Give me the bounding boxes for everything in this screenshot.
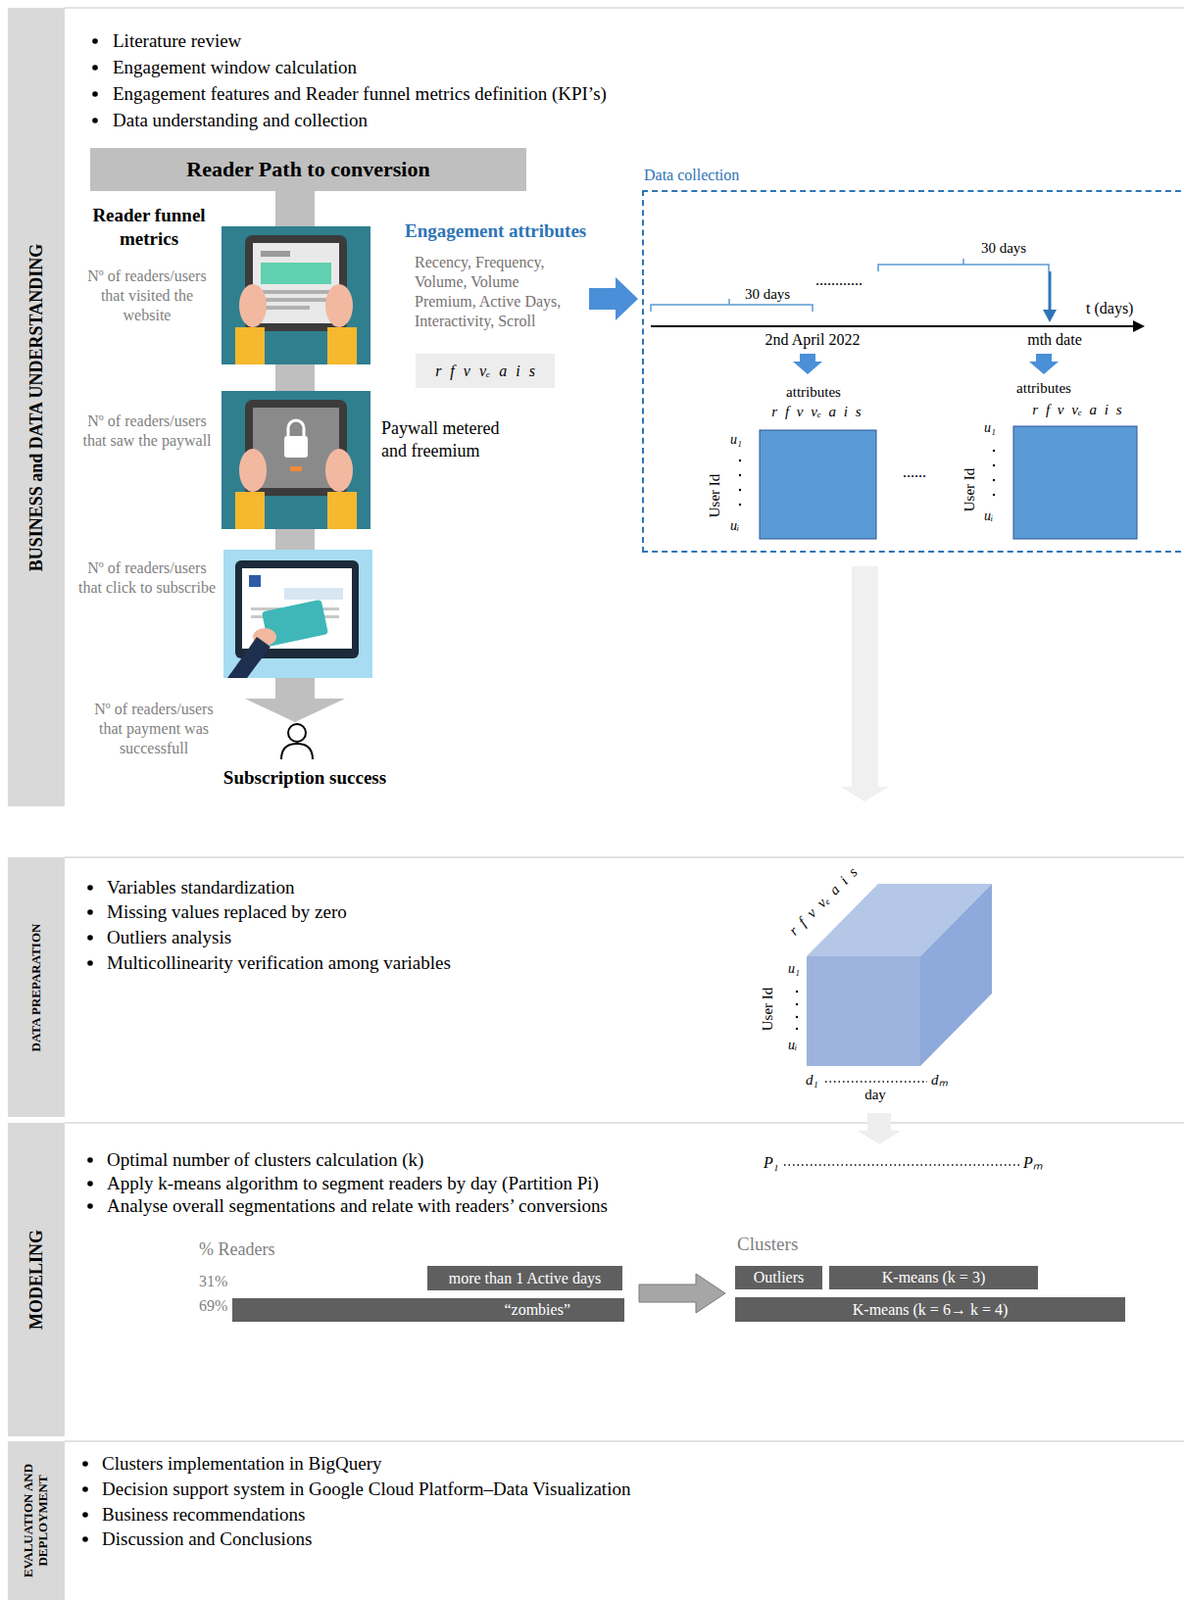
bullet-item: Multicollinearity verification among var… [106, 951, 451, 976]
frame-heading: Data collection [643, 166, 740, 185]
section-strip: DATA PREPARATION [7, 857, 65, 1118]
node-text: DATA PREPARATION [29, 863, 45, 1112]
window-length: 30 days [728, 285, 807, 304]
day-label: d₁ [805, 1071, 819, 1090]
attributes-list: Recency, Frequency, Volume, Volume Premi… [414, 252, 584, 332]
reader-bar: “zombies” [232, 1298, 625, 1323]
node-text: “zombies” [503, 1301, 571, 1320]
date-label: 2nd April 2022 [743, 330, 882, 350]
date-label: mth date [1005, 330, 1104, 350]
axis-label: User Id [705, 474, 725, 519]
matrix-columns: r f v vₑ a i s [752, 402, 881, 422]
funnel-metric: Nº of readers/users that payment was suc… [85, 699, 223, 759]
bullet-item: Literature review [112, 29, 242, 53]
section-strip: EVALUATION AND DEPLOYMENT [7, 1441, 65, 1600]
matrix-columns: r f v vₑ a i s [1013, 400, 1141, 420]
node-text: Reader Path to conversion [186, 156, 430, 183]
node-text: K-means (k = 6→ k = 4) [852, 1301, 1008, 1320]
funnel-heading: Reader funnel metrics [85, 203, 213, 251]
bullet-item: Clusters implementation in BigQuery [101, 1452, 383, 1477]
bullet-item: Variables standardization [106, 876, 296, 900]
node-text: BUSINESS and DATA UNDERSTANDING [26, 13, 48, 801]
bullet-item: Outliers analysis [106, 926, 232, 950]
matrix-caption: attributes [994, 379, 1093, 398]
paywall-note: Paywall metered and freemium [381, 417, 519, 462]
bullet-item: Discussion and Conclusions [101, 1528, 312, 1552]
chart-axis: % Readers [198, 1238, 275, 1262]
funnel-metric: Nº of readers/users that visited the web… [78, 266, 216, 326]
partition-label: Pₘ [1023, 1153, 1043, 1174]
bullet-item: Data understanding and collection [112, 108, 368, 133]
section-strip: BUSINESS and DATA UNDERSTANDING [7, 7, 65, 807]
ellipsis: ............ [804, 270, 874, 291]
attributes-heading: Engagement attributes [404, 219, 587, 244]
funnel-metric: Nº of readers/users that click to subscr… [78, 558, 216, 598]
attribute-box: r f v vₑ a i s [415, 353, 555, 389]
node-text: MODELING [26, 1129, 48, 1431]
ellipsis: ...... [885, 462, 944, 483]
bullet-item: Optimal number of clusters calculation (… [106, 1148, 424, 1173]
bullet-item: Missing values replaced by zero [106, 900, 347, 925]
cube-axis: User Id [758, 987, 778, 1033]
cluster-bar: K-means (k = 3) [829, 1266, 1038, 1290]
cluster-bar: Outliers [735, 1266, 823, 1290]
percent-value: 31% [198, 1272, 228, 1292]
matrix-caption: attributes [764, 383, 863, 402]
node-text: EVALUATION AND DEPLOYMENT [21, 1447, 51, 1595]
reader-bar: more than 1 Active days [427, 1266, 623, 1291]
bullet-item: Business recommendations [101, 1503, 305, 1528]
row-label: uᵢ [788, 1036, 797, 1055]
cluster-bar: K-means (k = 6→ k = 4) [735, 1297, 1126, 1323]
node-text: more than 1 Active days [448, 1270, 602, 1288]
path-header-box: Reader Path to conversion [90, 148, 527, 192]
axis-label: day [845, 1085, 905, 1105]
bullet-item: Decision support system in Google Cloud … [101, 1478, 631, 1502]
funnel-metric: Nº of readers/users that saw the paywall [78, 411, 216, 451]
day-label: dₘ [931, 1071, 948, 1090]
axis-label: t (days) [1085, 298, 1134, 319]
row-label: uᵢ [730, 517, 740, 536]
bullet-item: Apply k-means algorithm to segment reade… [106, 1172, 599, 1196]
row-label: u₁ [730, 431, 742, 449]
bullet-item: Engagement window calculation [112, 55, 357, 80]
chart-axis: Clusters [737, 1233, 798, 1257]
percent-value: 69% [198, 1296, 228, 1317]
bullet-item: Analyse overall segmentations and relate… [106, 1194, 608, 1219]
axis-label: User Id [960, 468, 980, 513]
node-text: K-means (k = 3) [882, 1269, 986, 1287]
funnel-end-label: Subscription success [187, 766, 423, 790]
section-strip: MODELING [7, 1123, 65, 1437]
row-label: uᵢ [984, 507, 993, 526]
node-text: Outliers [753, 1269, 805, 1287]
row-label: u₁ [984, 419, 996, 438]
data-collection-frame: Data collection [641, 190, 1184, 553]
node-text: r f v vₑ a i s [435, 362, 536, 381]
window-length: 30 days [964, 239, 1043, 258]
partition-label: P₁ [763, 1153, 779, 1174]
bullet-item: Engagement features and Reader funnel me… [112, 82, 607, 106]
row-label: u₁ [788, 960, 800, 979]
